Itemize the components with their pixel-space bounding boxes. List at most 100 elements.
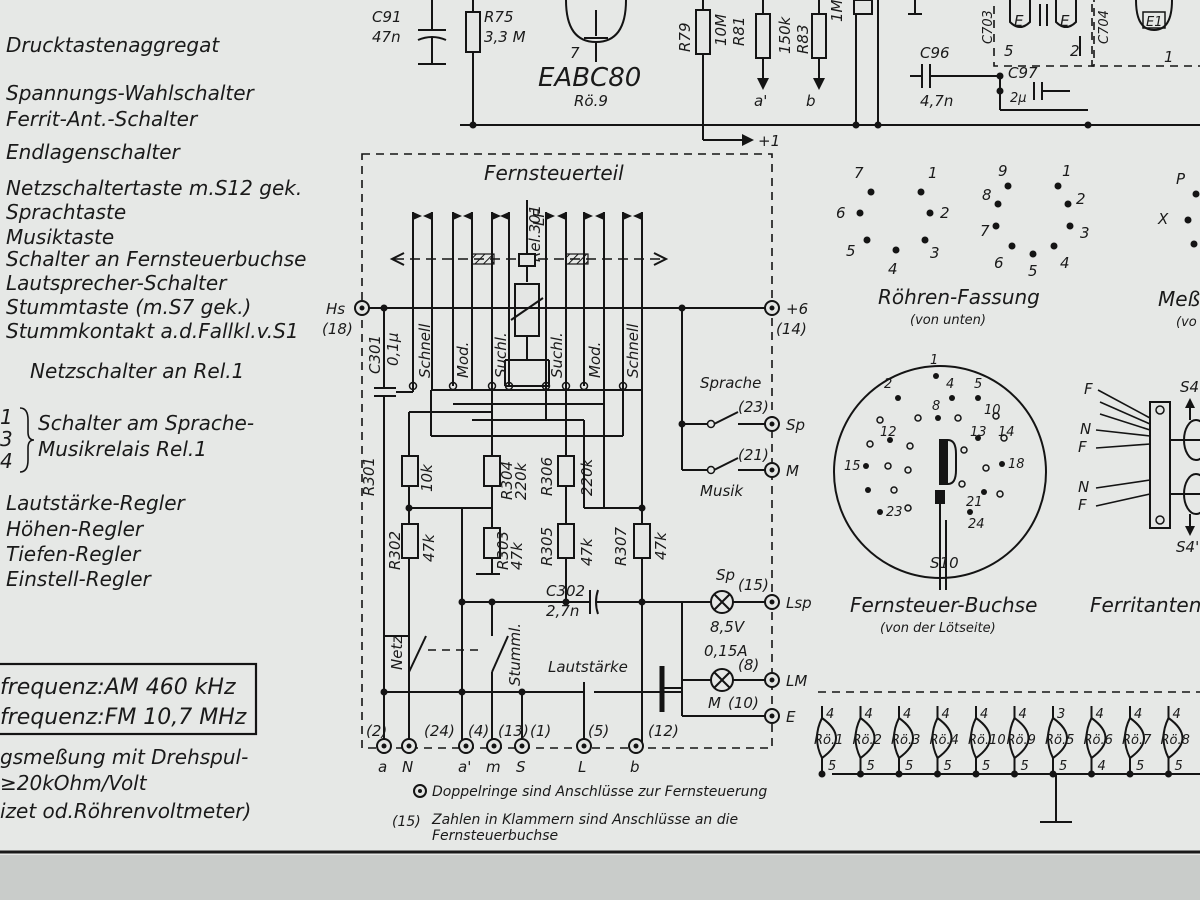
r304-label: R304 xyxy=(498,461,516,500)
pin-number: 15 xyxy=(844,459,861,474)
r305-value: 47k xyxy=(578,537,596,566)
legend-line: Tiefen-Regler xyxy=(6,542,142,566)
tube-label: Rö.3 xyxy=(891,733,920,748)
c96-value: 4,7n xyxy=(920,92,953,110)
term-letter: L xyxy=(578,758,586,776)
tube-bottom-pin: 5 xyxy=(1136,759,1144,774)
legend-line: gsmeßung mit Drehspul- xyxy=(0,745,248,769)
legend-line: Lautsprecher-Schalter xyxy=(6,271,228,295)
lautstaerke-label: Lautstärke xyxy=(548,658,628,676)
tube-heater-3: 4Rö.35 xyxy=(891,706,920,778)
legend-line: Netzschalter an Rel.1 xyxy=(30,359,244,383)
m10-number: (10) xyxy=(728,694,759,712)
r301-label: R301 xyxy=(360,457,378,496)
term-letter: m xyxy=(486,758,501,776)
note-number: (15) xyxy=(392,814,421,830)
note-brackets-2: Fernsteuerbuchse xyxy=(432,828,558,844)
partial-x: X xyxy=(1157,210,1169,228)
tube-bottom-pin: 5 xyxy=(828,759,836,774)
r150k-resistor xyxy=(755,13,771,59)
tube-top-pin: 4 xyxy=(903,707,911,722)
pin-number: N xyxy=(1080,420,1091,438)
left-legend: Drucktastenaggregat Spannungs-Wahlschalt… xyxy=(0,33,306,823)
r307-resistor xyxy=(633,523,651,559)
r307-value: 47k xyxy=(652,531,670,560)
pin-number: 23 xyxy=(886,505,903,520)
tube-heater-6: 4Rö.9 5 xyxy=(1007,706,1036,778)
stumm-label: Stumml. xyxy=(506,623,524,686)
e-label-2: E xyxy=(1060,12,1070,30)
pin-2: 2 xyxy=(1070,42,1080,60)
tube-label: Rö.10 xyxy=(968,733,1006,748)
tube-bottom-pin: 5 xyxy=(944,759,952,774)
tube-heater-chain: 4Rö.154Rö.254Rö.354Rö.454Rö.1054Rö.953Rö… xyxy=(814,691,1200,823)
term-num: (24) xyxy=(424,722,455,740)
pin-number: 5 xyxy=(1028,262,1038,280)
pin-number: 10 xyxy=(984,403,1001,418)
r306-resistor xyxy=(557,455,575,487)
top-strip: C91 47n R75 3,3 M 7 EABC80 Rö.9 R79 10M … xyxy=(372,0,1200,150)
switch-label-schnell: Schnell xyxy=(416,323,434,378)
r83-resistor xyxy=(811,13,827,59)
musik-label: Musik xyxy=(700,482,744,500)
term-num: (4) xyxy=(468,722,489,740)
pin-number: 12 xyxy=(880,425,897,440)
c91-value: 47n xyxy=(372,28,401,46)
legend-line: Stummtaste (m.S7 gek.) xyxy=(6,295,251,319)
tube-top-pin: 4 xyxy=(826,707,834,722)
tube-heater-8: 4Rö.64 xyxy=(1084,706,1113,778)
plus6-number: (14) xyxy=(776,320,807,338)
tube-top-pin: 4 xyxy=(1019,707,1027,722)
tube-heater-2: 4Rö.25 xyxy=(853,706,882,778)
legend-line: Lautstärke-Regler xyxy=(6,491,187,515)
tube-heater-5: 4Rö.105 xyxy=(968,706,1006,778)
note-brackets-1: Zahlen in Klammern sind Anschlüsse an di… xyxy=(431,812,738,828)
lamp-sp-label: Sp xyxy=(716,566,735,584)
brace-number: 1 xyxy=(0,405,13,429)
pin-number: 7 xyxy=(980,222,990,240)
legend-line: Höhen-Regler xyxy=(6,517,145,541)
socket-sub: (von unten) xyxy=(910,313,986,328)
pin-number: 4 xyxy=(1060,254,1070,272)
tube-pin: 7 xyxy=(570,44,580,62)
legend-line: izet od.Röhrenvoltmeter) xyxy=(0,799,251,823)
r302-value: 47k xyxy=(420,533,438,562)
term-letter: N xyxy=(402,758,413,776)
c703-label: C703 xyxy=(981,10,996,44)
remote-socket: S10 1 2 4 5 8 10 12 13 14 15 18 21 23 24… xyxy=(833,353,1047,636)
tube-bottom-pin: 5 xyxy=(867,759,875,774)
m-label: M xyxy=(786,462,799,480)
tube-label: Rö.1 xyxy=(814,733,843,748)
r306-label: R306 xyxy=(538,457,556,496)
ferrite-antenna: F N F N F S4 S4' Ferritanten xyxy=(1078,378,1200,617)
brace-number: 3 xyxy=(0,427,13,451)
partial-sub: (vo xyxy=(1176,315,1197,330)
pin-number: 6 xyxy=(836,204,846,222)
frequency-box xyxy=(0,662,258,736)
pin-number: 6 xyxy=(994,254,1004,272)
socket-title: Röhren-Fassung xyxy=(878,285,1040,309)
tube-bottom-pin: 5 xyxy=(1175,759,1183,774)
legend-line: Schalter an Fernsteuerbuchse xyxy=(6,247,306,271)
pin-number: 1 xyxy=(1062,162,1072,180)
brace-number: 4 xyxy=(0,449,13,473)
remote-title: Fernsteuerteil xyxy=(484,161,624,185)
term-letter: S xyxy=(516,758,526,776)
r81-value: 10M xyxy=(712,14,730,46)
tube-heater-9: 4Rö.75 xyxy=(1122,706,1152,778)
m10-label: M xyxy=(708,694,721,712)
pin-number: 8 xyxy=(932,399,940,414)
c302-label: C302 xyxy=(546,582,585,600)
b-label: b xyxy=(806,92,816,110)
r305-label: R305 xyxy=(538,527,556,566)
switch-label-schnell-2: Schnell xyxy=(624,323,642,378)
legend-line: Sprachtaste xyxy=(6,200,126,224)
pin-number: 21 xyxy=(966,495,983,510)
note-double-rings: Doppelringe sind Anschlüsse zur Fernsteu… xyxy=(432,784,767,800)
r75-label: R75 xyxy=(484,8,514,26)
tube-bottom-pin: 5 xyxy=(1021,759,1029,774)
term-num: (2) xyxy=(366,722,387,740)
tube-label: Rö.9 xyxy=(1007,733,1036,748)
c704-label: C704 xyxy=(1097,10,1112,44)
